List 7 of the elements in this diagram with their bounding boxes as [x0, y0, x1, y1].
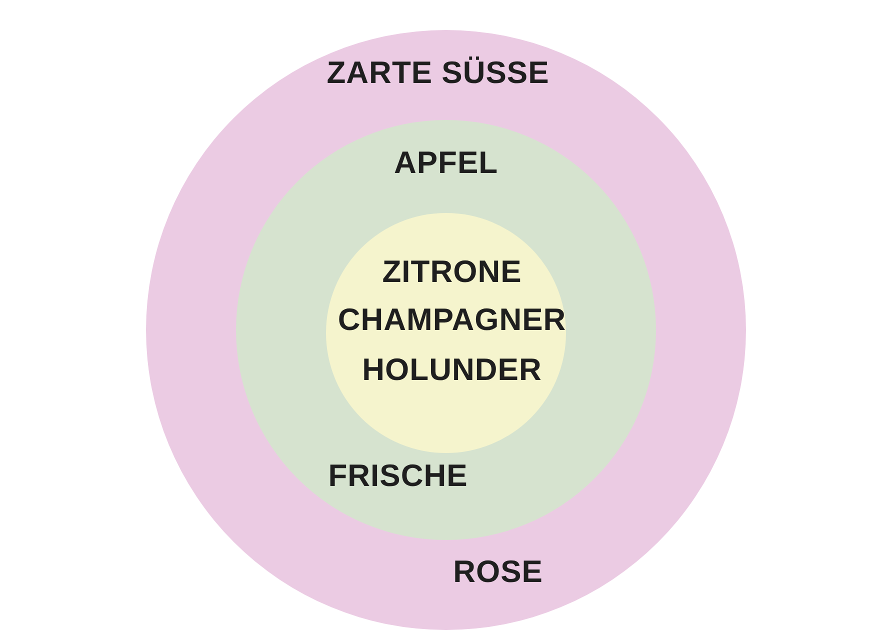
flavor-label: ROSE [453, 554, 543, 590]
flavor-label: HOLUNDER [362, 352, 542, 388]
flavor-label: ZARTE SÜSSE [326, 55, 550, 91]
flavor-label: ZITRONE [382, 254, 522, 290]
flavor-label: CHAMPAGNER [338, 302, 566, 338]
flavor-label: FRISCHE [328, 458, 468, 494]
flavor-label: APFEL [394, 145, 498, 181]
